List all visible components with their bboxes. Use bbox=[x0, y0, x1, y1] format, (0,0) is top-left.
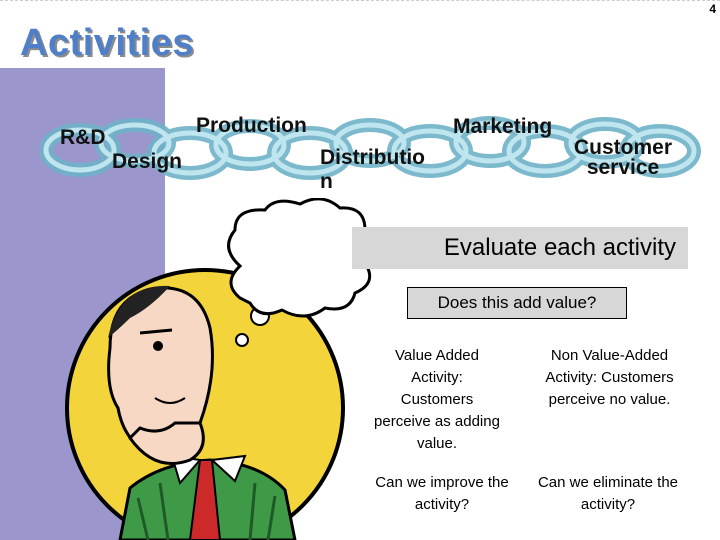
add-value-question: Does this add value? bbox=[407, 287, 627, 319]
top-border bbox=[0, 0, 720, 5]
improve-activity-cell: Can we improve the activity? bbox=[375, 474, 509, 513]
non-value-added-cell: Non Value-Added Activity: Customers perc… bbox=[545, 347, 674, 408]
hair bbox=[108, 285, 170, 338]
chain-label-distribution-line1: Distributio bbox=[320, 146, 425, 169]
slide-number: 4 bbox=[709, 2, 716, 16]
chain-label-customer-line2: service bbox=[586, 156, 660, 179]
chain-label-customer-line1: Customer bbox=[574, 136, 673, 159]
chain-label-distribution: Distributio n bbox=[320, 146, 425, 194]
chain-icon bbox=[40, 116, 701, 180]
thought-cloud-icon bbox=[227, 198, 374, 318]
chain-label-production: Production bbox=[196, 114, 307, 137]
value-added-cell: Value Added Activity: Customers perceive… bbox=[374, 347, 500, 452]
chain-label-rd: R&D bbox=[60, 126, 106, 149]
thinking-man-icon bbox=[65, 198, 374, 540]
slide-title: Activities bbox=[20, 22, 194, 64]
chain-label-design: Design bbox=[112, 150, 183, 173]
chain-label-distribution-line2: n bbox=[320, 170, 333, 193]
evaluate-banner: Evaluate each activity bbox=[352, 227, 688, 269]
tie bbox=[188, 459, 222, 540]
eliminate-activity-cell: Can we eliminate the activity? bbox=[537, 474, 679, 513]
chain-label-marketing: Marketing bbox=[453, 115, 553, 138]
chain-label-customer-service: Customer service bbox=[574, 136, 673, 179]
hand bbox=[128, 421, 205, 465]
